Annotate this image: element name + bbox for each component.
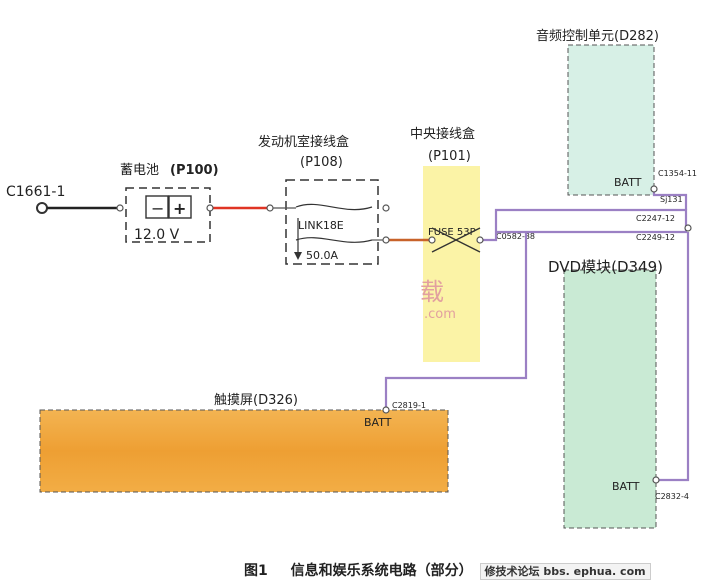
central-junction-box bbox=[423, 166, 480, 362]
link-rating: 50.0A bbox=[306, 249, 338, 262]
dvd-module-connector: C2832-4 bbox=[655, 492, 689, 501]
fusible-link-top bbox=[295, 203, 373, 211]
fuse-label: FUSE 53P bbox=[428, 227, 476, 238]
central-box-title: 中央接线盒 bbox=[410, 126, 475, 142]
connector-right-2: C2249-12 bbox=[636, 233, 675, 242]
battery-voltage: 12.0 V bbox=[134, 227, 180, 243]
figure-number: 图1 bbox=[244, 563, 268, 579]
watermark-domain: .com bbox=[424, 307, 456, 322]
engine-box-id: (P108) bbox=[300, 155, 343, 170]
battery-cell-minus bbox=[145, 195, 169, 219]
touchscreen-title: 触摸屏(D326) bbox=[214, 393, 298, 408]
engine-junction-box bbox=[285, 179, 379, 265]
battery-id: (P100) bbox=[170, 163, 219, 178]
link-arrowhead bbox=[294, 252, 302, 260]
battery-title: 蓄电池 bbox=[120, 163, 159, 178]
audio-unit-title: 音频控制单元(D282) bbox=[536, 28, 659, 44]
battery-plus-sign: + bbox=[173, 199, 186, 218]
central-connector: C0582-38 bbox=[496, 232, 535, 241]
fusible-link-bottom bbox=[295, 237, 373, 243]
touchscreen-batt-pin: BATT bbox=[364, 416, 392, 429]
figure-caption: 图1 信息和娱乐系统电路（部分） 修技术论坛 bbs. ephua. com bbox=[244, 560, 714, 584]
watermark-char: 载 bbox=[420, 278, 444, 306]
engine-box-title: 发动机室接线盒 bbox=[258, 134, 349, 150]
audio-unit-batt-pin: BATT bbox=[614, 176, 642, 189]
central-box-id: (P101) bbox=[428, 149, 471, 164]
wire-terminals bbox=[116, 185, 692, 484]
battery-box bbox=[125, 187, 211, 243]
ground-terminal bbox=[36, 202, 48, 214]
link-label: LINK18E bbox=[298, 219, 344, 232]
touchscreen-box bbox=[39, 409, 449, 493]
forum-watermark: 修技术论坛 bbs. ephua. com bbox=[479, 563, 651, 580]
dvd-module-box bbox=[563, 269, 657, 529]
fuse-symbol-2 bbox=[431, 227, 481, 253]
audio-unit-connector: C1354-11 bbox=[658, 169, 697, 178]
battery-minus-sign: − bbox=[151, 199, 164, 218]
touchscreen-connector: C2819-1 bbox=[392, 401, 426, 410]
ground-connector-label: C1661-1 bbox=[6, 184, 65, 200]
splice-label: Sj131 bbox=[660, 195, 683, 204]
battery-cell-plus bbox=[168, 195, 192, 219]
dvd-module-title: DVD模块(D349) bbox=[548, 258, 663, 276]
dvd-module-batt-pin: BATT bbox=[612, 480, 640, 493]
figure-title: 信息和娱乐系统电路（部分） bbox=[290, 563, 473, 579]
audio-control-unit-box bbox=[567, 44, 655, 196]
connector-right-1: C2247-12 bbox=[636, 214, 675, 223]
